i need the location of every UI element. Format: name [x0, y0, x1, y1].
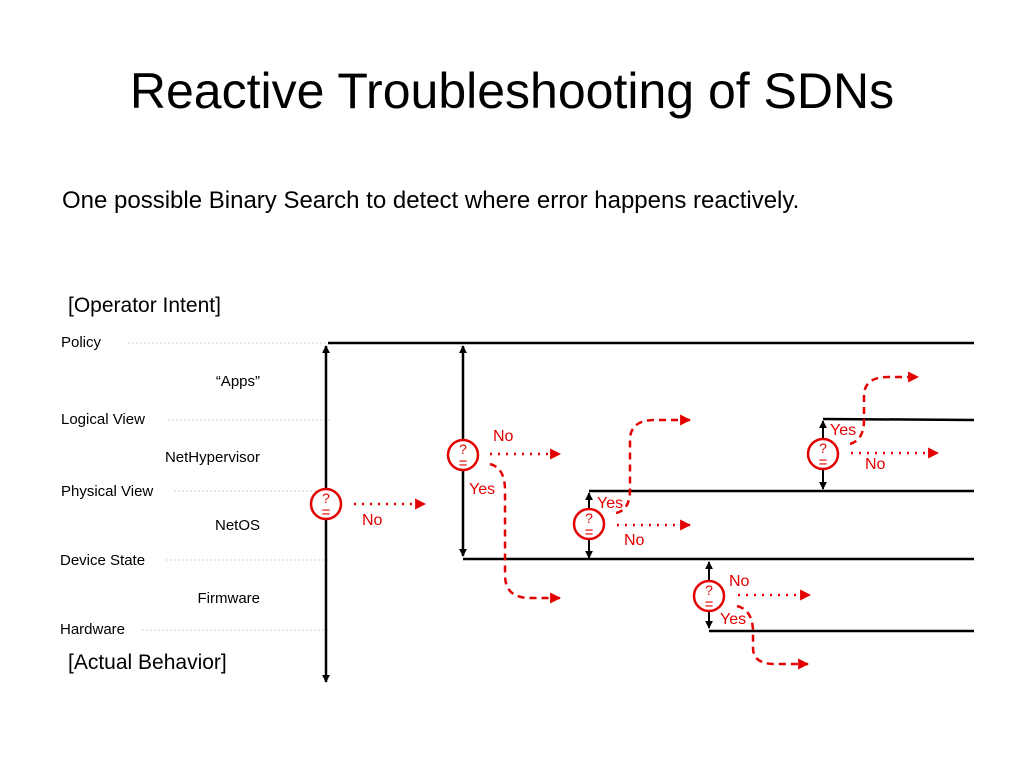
- yes-arrow-2: [489, 462, 562, 604]
- yes-label-5: Yes: [830, 422, 856, 439]
- layer-label-logical-view: Logical View: [61, 411, 145, 428]
- check-node-1: ? =: [309, 487, 343, 521]
- yes-arrow-4: [736, 604, 810, 670]
- yes-arrow-3: [615, 414, 692, 515]
- operator-intent-label: [Operator Intent]: [68, 294, 221, 317]
- layer-label-nethypervisor: NetHypervisor: [165, 449, 260, 466]
- yes-label-3: Yes: [597, 495, 623, 512]
- check-symbol-question: ?: [585, 510, 593, 526]
- layer-label-hardware: Hardware: [60, 621, 125, 638]
- actual-behavior-label: [Actual Behavior]: [68, 651, 227, 674]
- layer-label-firmware: Firmware: [198, 590, 261, 607]
- check-symbol-equals: =: [322, 504, 331, 521]
- layer-label-policy: Policy: [61, 334, 102, 351]
- check-symbol-question: ?: [459, 441, 467, 457]
- level-line-logical-view: [822, 417, 975, 422]
- no-label-2: No: [493, 428, 514, 445]
- check-symbol-equals: =: [459, 455, 468, 472]
- no-label-5: No: [865, 456, 886, 473]
- check-node-3: ? =: [572, 507, 606, 541]
- slide-subtitle: One possible Binary Search to detect whe…: [62, 187, 800, 214]
- yes-label-2: Yes: [469, 481, 495, 498]
- layer-label-physical-view: Physical View: [61, 483, 153, 500]
- check-symbol-equals: =: [705, 596, 714, 613]
- check-symbol-equals: =: [585, 524, 594, 541]
- no-label-3: No: [624, 532, 645, 549]
- no-label-4: No: [729, 573, 750, 590]
- no-label-1: No: [362, 512, 383, 529]
- check-symbol-question: ?: [322, 490, 330, 506]
- yes-arrow-5: [849, 371, 920, 446]
- check-node-5: ? =: [806, 437, 840, 471]
- check-node-4: ? =: [692, 579, 726, 613]
- layer-label-apps: “Apps”: [216, 373, 260, 390]
- yes-label-4: Yes: [720, 611, 746, 628]
- slide-title: Reactive Troubleshooting of SDNs: [129, 63, 895, 119]
- check-symbol-equals: =: [819, 454, 828, 471]
- check-node-2: ? =: [446, 438, 480, 472]
- check-symbol-question: ?: [705, 582, 713, 598]
- check-symbol-question: ?: [819, 440, 827, 456]
- layer-label-device-state: Device State: [60, 552, 145, 569]
- layer-label-netos: NetOS: [215, 517, 260, 534]
